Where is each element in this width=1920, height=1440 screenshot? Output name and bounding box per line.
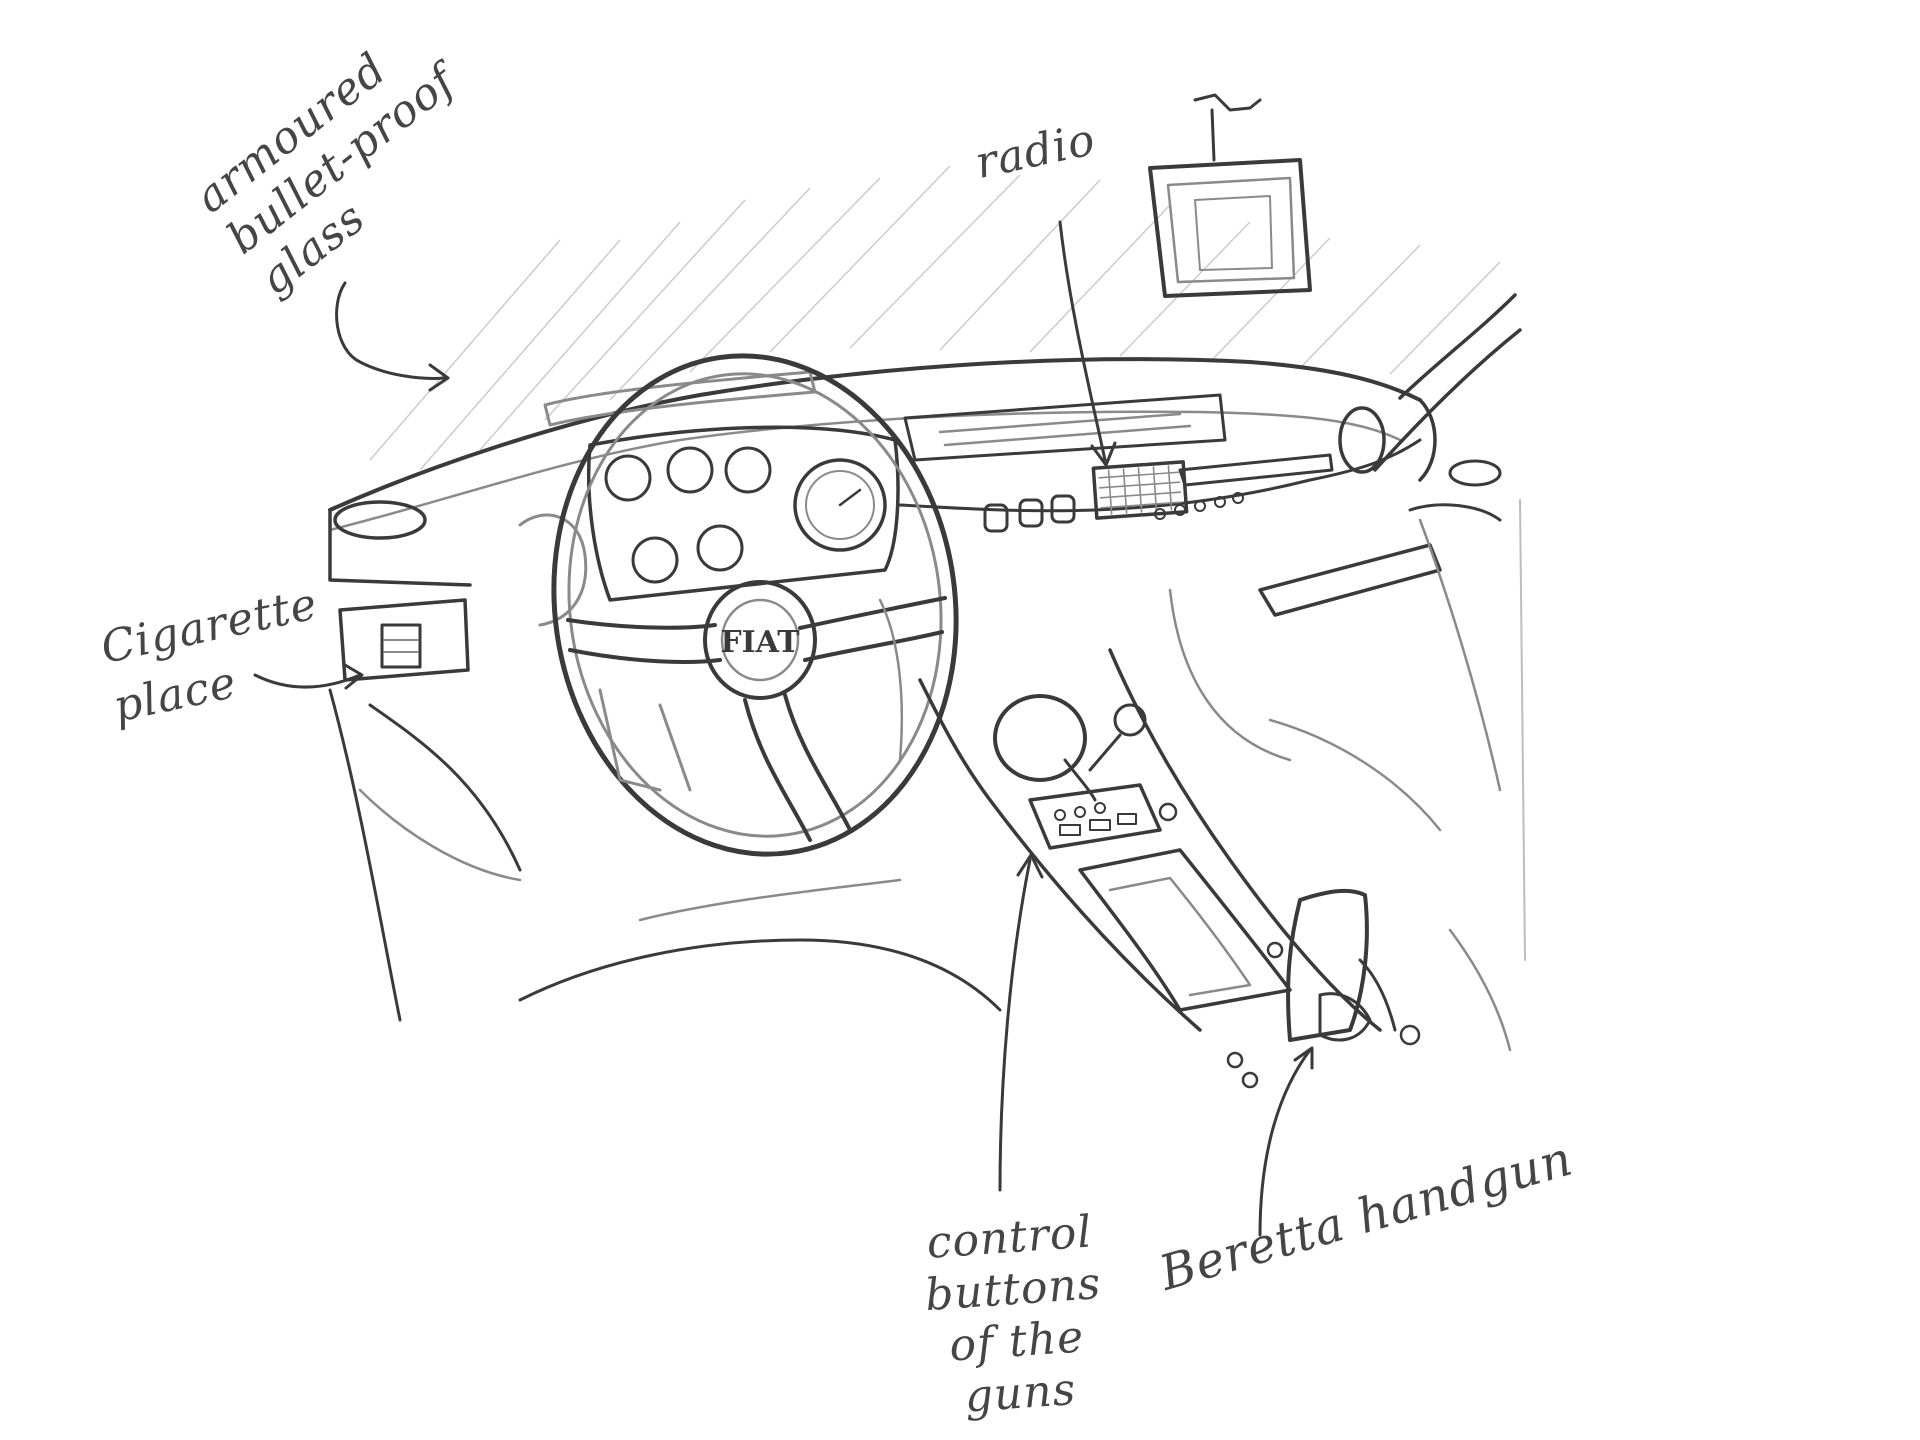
radio-unit: [983, 460, 1244, 533]
instrument-cluster: [518, 425, 900, 627]
fiat-emblem-text: FIAT: [720, 625, 800, 660]
center-console: [918, 648, 1421, 1089]
cigarette-place-panel: [328, 598, 522, 1022]
dashboard: [328, 357, 1437, 587]
annotation-arrows: [253, 220, 1314, 1237]
label-control-buttons: control buttons of the guns: [923, 1206, 1103, 1423]
beretta-handgun: [1286, 888, 1397, 1042]
rear-view-mirror: [1148, 93, 1312, 298]
windshield-hatching: [369, 165, 1501, 471]
steering-wheel: FIAT: [551, 353, 959, 857]
footwell: [368, 598, 1002, 1012]
passenger-side: [1168, 293, 1526, 1052]
